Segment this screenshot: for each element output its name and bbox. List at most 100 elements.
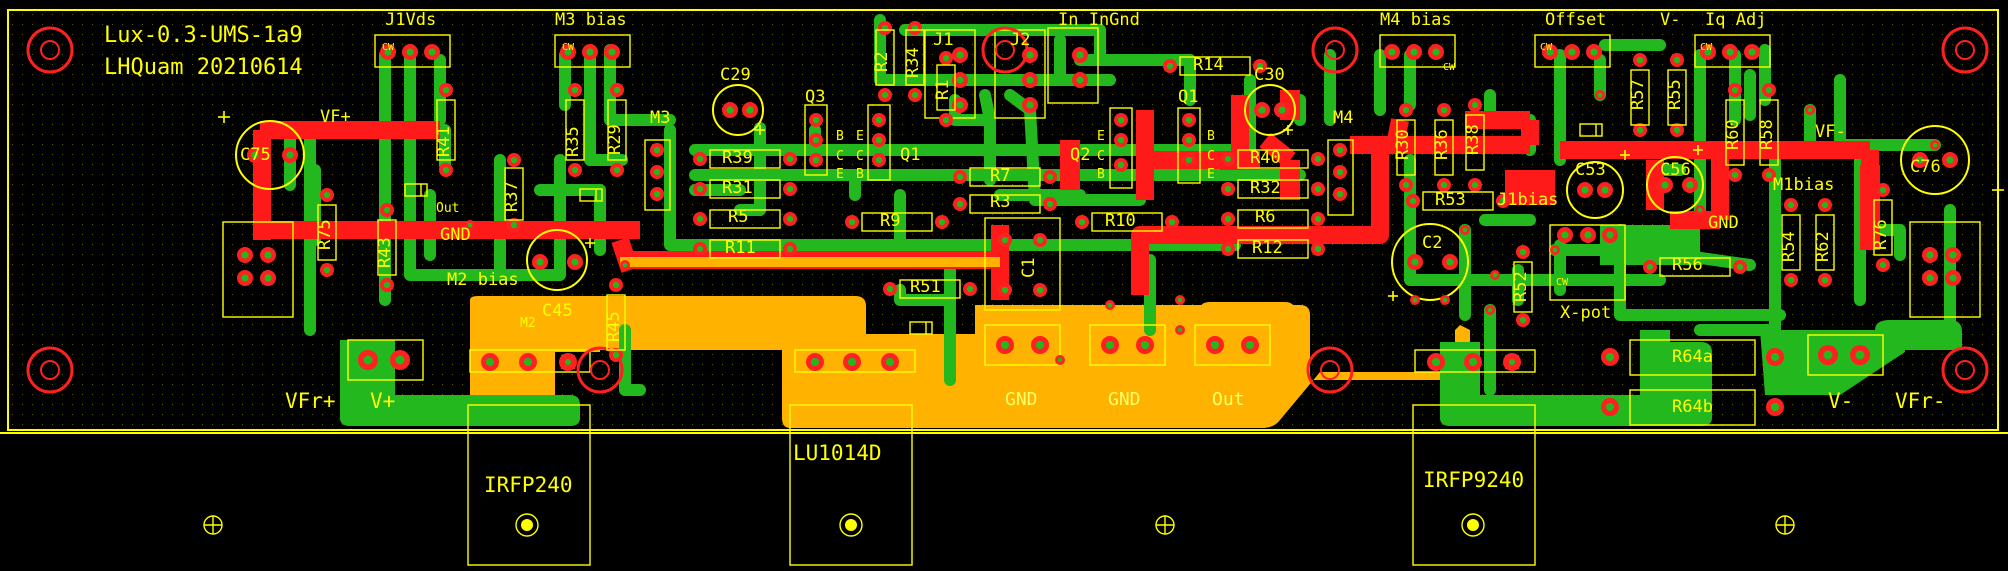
net-m2-bias: M2 bias [447, 270, 519, 290]
ref-r38: R38 [1463, 124, 1483, 155]
ref-q1-left: Q1 [900, 145, 920, 165]
ref-r45: R45 [604, 311, 624, 342]
ref-r35: R35 [563, 126, 583, 157]
ref-r56: R56 [1672, 255, 1703, 275]
ref-r57: R57 [1628, 79, 1648, 110]
ref-c30: C30 [1254, 65, 1285, 85]
ref-r36: R36 [1432, 129, 1452, 160]
header-m3-bias: M3 bias [555, 10, 627, 30]
pin-cw-offset: CW [1540, 42, 1553, 53]
net-gnd-left: GND [440, 225, 471, 245]
ref-r2: R2 [872, 52, 892, 72]
net-vfr-minus: VFr- [1895, 389, 1946, 413]
output-pad-out: Out [1212, 389, 1245, 410]
net-v-minus: V- [1828, 389, 1853, 413]
ref-r64b: R64b [1672, 397, 1713, 417]
pin-e-q1: E [856, 129, 864, 144]
header-iq-adj: Iq Adj [1705, 10, 1766, 30]
ref-c56: C56 [1660, 160, 1691, 180]
ref-r7: R7 [990, 166, 1010, 186]
net-x-pot: X-pot [1560, 303, 1611, 323]
ref-r53: R53 [1435, 190, 1466, 210]
ref-r51: R51 [910, 277, 941, 297]
header-in-ingnd: In InGnd [1058, 10, 1140, 30]
ref-c75: C75 [240, 145, 271, 165]
pin-e-q2: E [1097, 129, 1105, 144]
ref-c45: C45 [542, 301, 573, 321]
silk-outlines [222, 27, 1981, 566]
top-copper-pours [1060, 90, 1880, 250]
ref-c53: C53 [1575, 160, 1606, 180]
title-line-2: LHQuam 20210614 [104, 55, 303, 80]
capacitors [235, 84, 1970, 301]
transistor-irfp240: IRFP240 [484, 473, 573, 497]
net-vf-minus: VF- [1815, 122, 1846, 142]
ref-r29: R29 [605, 124, 625, 155]
pin-cw-m3: CW [562, 42, 575, 53]
pin-cw-j1vds: CW [382, 42, 395, 53]
ref-r75: R75 [315, 219, 335, 250]
pin-c-q3: C [836, 149, 844, 164]
header-m4-bias: M4 bias [1380, 10, 1452, 30]
ref-r41: R41 [434, 126, 454, 157]
resistor-bodies [317, 29, 1893, 351]
ref-q2: Q2 [1070, 145, 1090, 165]
net-out-small: Out [436, 201, 459, 216]
ref-m4: M4 [1333, 108, 1353, 128]
ref-q3: Q3 [805, 87, 825, 107]
pin-c-q1r: C [1207, 149, 1215, 164]
ref-r62: R62 [1813, 231, 1833, 262]
ref-c2: C2 [1422, 233, 1442, 253]
ref-r76: R76 [1871, 219, 1891, 250]
header-offset: Offset [1545, 10, 1606, 30]
ref-c76: C76 [1910, 157, 1941, 177]
pin-c-q1: C [856, 149, 864, 164]
ref-r6: R6 [1255, 207, 1275, 227]
ref-r64a: R64a [1672, 347, 1713, 367]
pin-cw-iq: CW [1700, 42, 1713, 53]
header-vminus-top: V- [1660, 10, 1680, 30]
transistor-irfp9240: IRFP9240 [1423, 468, 1524, 492]
net-vfr-plus: VFr+ [285, 389, 336, 413]
board-outline [7, 9, 1999, 431]
ref-r5: R5 [728, 207, 748, 227]
net-vf-plus: VF+ [320, 107, 351, 127]
polarity-marks [218, 111, 2004, 301]
ref-q1-right: Q1 [1178, 87, 1198, 107]
heatsink-mount-holes [203, 513, 1795, 537]
transistor-lu1014d: LU1014D [793, 441, 882, 465]
ref-c1: C1 [1019, 258, 1039, 278]
pin-e-q3: E [836, 167, 844, 182]
net-m1-bias: M1bias [1773, 175, 1834, 195]
ref-c29: C29 [720, 65, 751, 85]
ref-r54: R54 [1779, 231, 1799, 262]
ref-r3: R3 [990, 192, 1010, 212]
mounting-holes [26, 26, 1989, 394]
pin-cw-m4: CW [1443, 62, 1456, 73]
ref-r10: R10 [1105, 211, 1136, 231]
ref-r37: R37 [502, 181, 522, 212]
ref-m2: M2 [520, 316, 536, 331]
ref-r9: R9 [880, 211, 900, 231]
output-pad-gnd-2: GND [1108, 389, 1141, 410]
ref-r34: R34 [903, 47, 923, 78]
ref-r60: R60 [1723, 119, 1743, 150]
output-pad-gnd-1: GND [1005, 389, 1038, 410]
ref-r39: R39 [722, 148, 753, 168]
ref-m3: M3 [650, 108, 670, 128]
ref-r32: R32 [1250, 178, 1281, 198]
header-j1vds: J1Vds [385, 10, 436, 30]
pin-c-q2: C [1097, 149, 1105, 164]
net-gnd-right: GND [1708, 213, 1739, 233]
ref-r55: R55 [1665, 79, 1685, 110]
ref-j1: J1 [933, 30, 953, 50]
pin-b-q2: B [1097, 167, 1105, 182]
pin-cw-xpot: CW [1556, 277, 1569, 288]
component-pads [237, 21, 1961, 416]
ref-r58: R58 [1757, 119, 1777, 150]
ref-r1: R1 [933, 80, 953, 100]
ref-r11: R11 [725, 238, 756, 258]
ref-r40: R40 [1250, 148, 1281, 168]
pin-b-q3: B [836, 129, 844, 144]
ref-r43: R43 [375, 237, 395, 268]
